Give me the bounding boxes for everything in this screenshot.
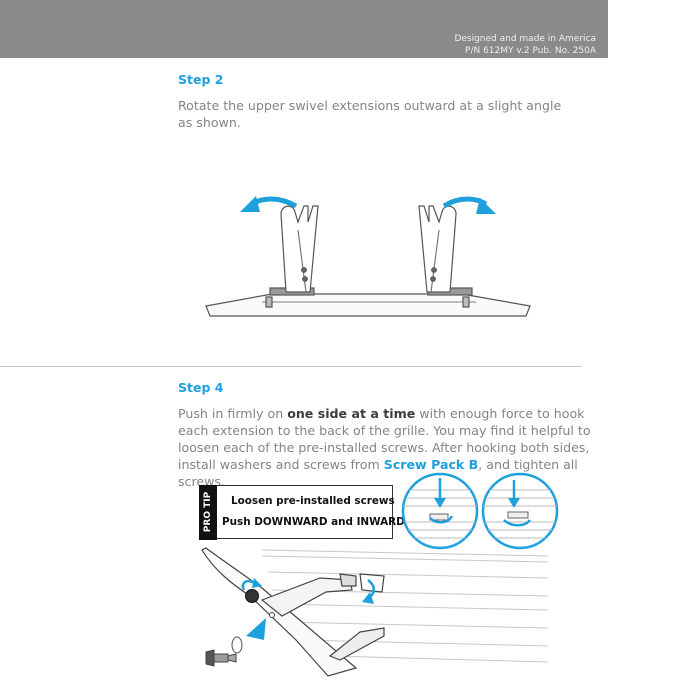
pro-tip-line2: Push DOWNWARD and INWARD xyxy=(222,516,405,528)
grille-back xyxy=(261,549,549,663)
screw-hole xyxy=(269,612,275,618)
step4-line2: each extension to the back of the grille… xyxy=(178,423,591,438)
step2-line1: Rotate the upper swivel extensions outwa… xyxy=(178,98,562,113)
step4-line3: loosen each of the pre-installed screws.… xyxy=(178,440,590,455)
pro-tip-label: PRO TIP xyxy=(199,485,217,540)
pro-tip-box xyxy=(199,485,393,539)
screw-pack-b: Screw Pack B xyxy=(383,457,479,472)
screw-head xyxy=(245,589,259,603)
step2-title: Step 2 xyxy=(178,72,224,87)
step2-line2: as shown. xyxy=(178,115,241,130)
hook-arrow xyxy=(365,579,375,600)
emphasis-one-side: one side at a time xyxy=(287,406,416,421)
bracket-closeup xyxy=(201,547,385,677)
rotate-left-arrowhead xyxy=(240,196,260,212)
screw xyxy=(205,649,237,667)
push-inward-arrow xyxy=(246,618,266,640)
grille-bracket-diagram xyxy=(205,205,531,317)
pro-tip-line1: Loosen pre-installed screws xyxy=(231,495,395,507)
washer xyxy=(231,636,243,654)
rotate-right-arrowhead xyxy=(476,198,496,214)
step4-instructions: Push in firmly on one side at a time wit… xyxy=(178,405,598,490)
section-divider xyxy=(0,366,582,367)
loosen-arrow xyxy=(241,579,257,591)
header-part-number: P/N 612MY v.2 Pub. No. 250A xyxy=(465,46,596,56)
rotate-left-arrow xyxy=(250,196,298,209)
header-tagline: Designed and made in America xyxy=(454,34,596,44)
step4-title: Step 4 xyxy=(178,380,224,395)
header-bar: Designed and made in America P/N 612MY v… xyxy=(0,0,608,58)
step4-line1: Push in firmly on one side at a time wit… xyxy=(178,406,585,421)
step2-instructions: Rotate the upper swivel extensions outwa… xyxy=(178,97,598,131)
rotate-right-arrow xyxy=(442,196,488,209)
